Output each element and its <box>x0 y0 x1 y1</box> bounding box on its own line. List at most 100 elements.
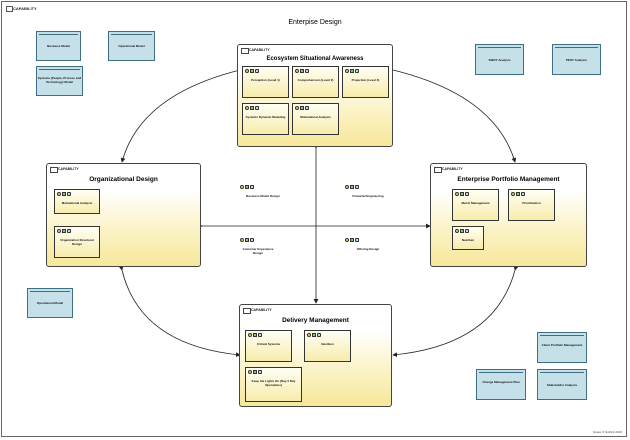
gear-icon <box>253 333 257 337</box>
gear-icon <box>62 192 66 196</box>
note-stakeholder-analysis[interactable]: Stakeholder Analysis <box>537 369 587 400</box>
box-icon <box>305 106 309 110</box>
lightbulb-icon <box>240 185 244 189</box>
status-icons <box>511 192 525 196</box>
note-label: Systems (People, Process and Technology)… <box>37 76 82 84</box>
status-icons <box>240 185 254 189</box>
lightbulb-icon <box>248 333 252 337</box>
capability-title: Ecosystem Situational Awareness <box>266 56 364 62</box>
gear-icon <box>300 69 304 73</box>
note-label: Business Model <box>47 44 70 48</box>
status-icons <box>295 106 309 110</box>
sub-capability-label: Prioritization <box>522 201 541 205</box>
note-swot-analysis[interactable]: SWOT Analysis <box>475 44 524 75</box>
connector-ecosystem-org <box>120 66 245 163</box>
box-icon <box>465 192 469 196</box>
lightbulb-icon <box>245 69 249 73</box>
sub-capability-systems-dynamic-modeling[interactable]: Systems Dynamic Modeling <box>242 103 289 135</box>
sub-capability-perception[interactable]: Perception (Level 1) <box>242 66 289 98</box>
sub-capability-nextgen[interactable]: NextGen <box>304 330 351 362</box>
lightbulb-icon <box>455 192 459 196</box>
capability-delivery-management[interactable]: CAPABILITY Delivery Management Critical … <box>239 304 392 407</box>
sub-capability-label: NextGen <box>321 342 334 346</box>
capability-title: Organizational Design <box>89 176 158 183</box>
capability-icon <box>243 308 251 314</box>
box-icon <box>67 192 71 196</box>
box-icon <box>465 229 469 233</box>
free-element-label: Customer Experience Design <box>242 247 274 255</box>
box-icon <box>521 192 525 196</box>
note-pest-analysis[interactable]: PEST Analysis <box>552 44 601 75</box>
sub-capability-projection[interactable]: Projection (Level 3) <box>342 66 389 98</box>
gear-icon <box>460 229 464 233</box>
lightbulb-icon <box>295 106 299 110</box>
sub-capability-label: Projection (Level 3) <box>351 78 380 82</box>
sub-capability-comprehension[interactable]: Comprehension (Level 2) <box>292 66 339 98</box>
capability-icon <box>434 167 442 173</box>
note-business-model[interactable]: Business Model <box>36 31 81 61</box>
gear-icon <box>62 229 66 233</box>
sub-capability-keep-the-lights-on[interactable]: Keep the Lights On (Day 2 Day Operations… <box>245 367 302 402</box>
lightbulb-icon <box>57 229 61 233</box>
sub-capability-org-structural-design[interactable]: Organization Structural Design <box>54 226 100 258</box>
sub-capability-label: Critical Systems <box>256 342 281 346</box>
status-icons <box>248 333 262 337</box>
sub-capability-motivational-analysis[interactable]: Motivational Analysis <box>292 103 339 135</box>
note-systems-model[interactable]: Systems (People, Process and Technology)… <box>36 66 83 96</box>
gear-icon <box>250 69 254 73</box>
connector-org-delivery <box>118 265 241 357</box>
status-icons <box>307 333 321 337</box>
box-icon <box>258 370 262 374</box>
sub-capability-label: NextGen <box>461 238 475 242</box>
note-client-portfolio-management[interactable]: Client Portfolio Management <box>537 332 587 363</box>
sub-capability-prioritization[interactable]: Prioritization <box>508 189 555 221</box>
note-change-management-plan[interactable]: Change Management Plan <box>476 369 526 400</box>
status-icons <box>455 229 469 233</box>
status-icons <box>240 238 254 242</box>
note-operational-model[interactable]: Operational Model <box>108 31 155 61</box>
sub-capability-metric-management[interactable]: Metric Management <box>452 189 499 221</box>
box-icon <box>355 185 359 189</box>
footer-credit: Grace O Suthrik 2016 <box>592 430 622 434</box>
capability-organizational-design[interactable]: CAPABILITY Organizational Design Motivat… <box>46 163 201 267</box>
sub-capability-nextgen[interactable]: NextGen <box>452 226 484 250</box>
free-element-label: Offering Design <box>356 247 380 251</box>
box-icon <box>355 238 359 242</box>
lightbulb-icon <box>240 238 244 242</box>
capability-icon <box>6 6 13 12</box>
box-icon <box>250 238 254 242</box>
status-icons <box>295 69 309 73</box>
gear-icon <box>516 192 520 196</box>
free-element-label: Financial Engineering <box>352 194 384 198</box>
capability-tag: CAPABILITY <box>58 167 79 171</box>
sub-capability-label: Systems Dynamic Modeling <box>245 115 286 119</box>
lightbulb-icon <box>295 69 299 73</box>
box-icon <box>355 69 359 73</box>
sub-capability-label: Motivational Analysis <box>300 115 331 119</box>
capability-title: Delivery Management <box>282 317 349 324</box>
status-icons <box>248 370 262 374</box>
gear-icon <box>350 185 354 189</box>
note-operational-model[interactable]: Operational Model <box>27 288 73 318</box>
sub-capability-label: Perception (Level 1) <box>251 78 280 82</box>
gear-icon <box>312 333 316 337</box>
capability-icon <box>50 167 58 173</box>
sub-capability-motivational-analysis[interactable]: Motivational Analysis <box>54 189 100 214</box>
capability-ecosystem[interactable]: CAPABILITY Ecosystem Situational Awarene… <box>237 44 393 147</box>
box-icon <box>255 69 259 73</box>
sub-capability-label: Motivational Analysis <box>61 201 93 205</box>
capability-title: Enterprise Portfolio Management <box>457 176 560 183</box>
lightbulb-icon <box>511 192 515 196</box>
connector-ecosystem-portfolio <box>388 66 517 163</box>
status-icons <box>345 238 359 242</box>
capability-portfolio-management[interactable]: CAPABILITY Enterprise Portfolio Manageme… <box>430 163 587 267</box>
box-icon <box>250 185 254 189</box>
status-icons <box>345 185 359 189</box>
capability-icon <box>241 48 249 54</box>
note-label: PEST Analysis <box>566 58 587 62</box>
note-label: Change Management Plan <box>482 380 520 384</box>
status-icons <box>57 192 71 196</box>
sub-capability-critical-systems[interactable]: Critical Systems <box>245 330 292 362</box>
